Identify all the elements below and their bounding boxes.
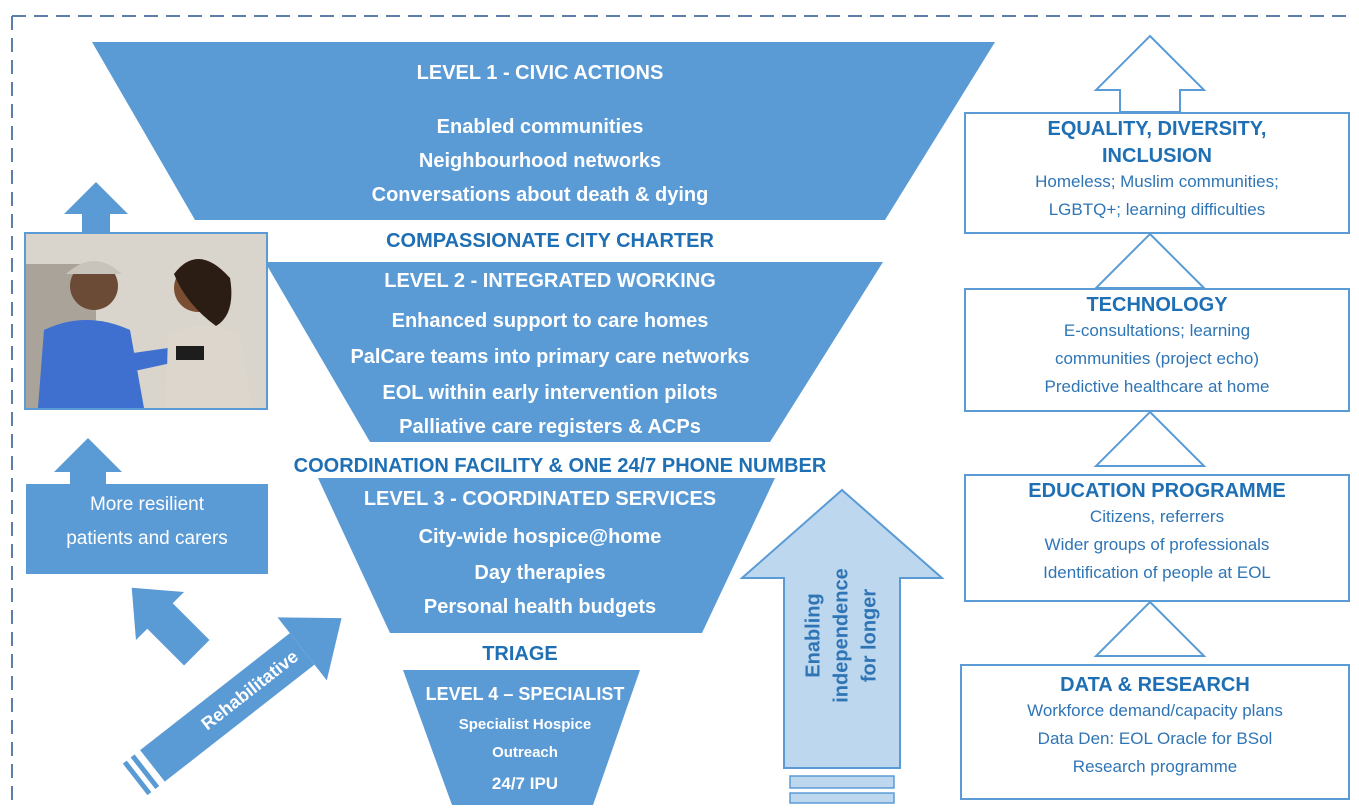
charter-label: COMPASSIONATE CITY CHARTER [386, 230, 714, 252]
up-arrow-icon [64, 182, 128, 232]
triage-label: TRIAGE [482, 643, 558, 665]
box-title: TECHNOLOGY [1086, 294, 1228, 316]
box-title: EQUALITY, DIVERSITY, [1047, 118, 1267, 140]
enabling-arrow-tail [789, 775, 895, 789]
enabling-line: for longer [858, 588, 881, 683]
level-4-item: Specialist Hospice [458, 716, 592, 733]
diagonal-arrow-icon [131, 587, 210, 666]
box-title: INCLUSION [1102, 145, 1212, 167]
outline-up-arrow-icon [1093, 600, 1207, 657]
level-4-item: Outreach [492, 744, 558, 761]
level-2-item: EOL within early intervention pilots [382, 382, 718, 404]
up-arrow-icon [54, 438, 122, 484]
level-4-shape [403, 670, 640, 805]
care-photo [24, 232, 268, 410]
level-2-title: LEVEL 2 - INTEGRATED WORKING [384, 270, 716, 292]
level-2-item: Enhanced support to care homes [391, 310, 709, 332]
coordination-label: COORDINATION FACILITY & ONE 24/7 PHONE N… [293, 455, 827, 477]
equality-box: EQUALITY, DIVERSITY, INCLUSION Homeless;… [964, 112, 1350, 234]
box-title: DATA & RESEARCH [1060, 674, 1250, 696]
technology-box: TECHNOLOGY E-consultations; learning com… [964, 288, 1350, 412]
outline-up-arrow-icon [1093, 410, 1207, 467]
dashed-frame [11, 15, 1354, 800]
rehabilitative-arrow [122, 617, 342, 796]
box-line: Workforce demand/capacity plans [1027, 701, 1283, 720]
resilient-line: patients and carers [66, 528, 228, 549]
data-research-box: DATA & RESEARCH Workforce demand/capacit… [960, 664, 1350, 800]
box-line: communities (project echo) [1054, 349, 1260, 368]
box-line: Data Den: EOL Oracle for BSol [1037, 729, 1273, 748]
box-title: EDUCATION PROGRAMME [1028, 480, 1286, 502]
level-1-shape [92, 42, 995, 220]
level-1-title: LEVEL 1 - CIVIC ACTIONS [416, 62, 664, 84]
level-3-item: Personal health budgets [423, 596, 657, 618]
level-3-item: City-wide hospice@home [418, 526, 662, 548]
level-3-shape [318, 478, 775, 633]
level-1-item: Conversations about death & dying [371, 184, 709, 206]
resilient-box [26, 484, 268, 574]
level-2-item: Palliative care registers & ACPs [399, 416, 701, 438]
level-4-item: 24/7 IPU [491, 774, 559, 793]
enabling-arrow [739, 488, 945, 769]
level-4-title: LEVEL 4 – SPECIALIST [425, 684, 625, 704]
education-box: EDUCATION PROGRAMME Citizens, referrers … [964, 474, 1350, 602]
level-3-item: Day therapies [474, 562, 606, 584]
enabling-arrow-tail [789, 792, 895, 804]
level-1-item: Enabled communities [436, 116, 644, 138]
box-line: E-consultations; learning [1063, 321, 1251, 340]
outline-up-arrow-icon [1093, 34, 1207, 113]
level-2-item: PalCare teams into primary care networks [350, 346, 750, 368]
enabling-line: Enabling [802, 593, 825, 678]
box-line: Homeless; Muslim communities; [1035, 172, 1279, 191]
resilient-line: More resilient [89, 494, 205, 515]
box-line: Wider groups of professionals [1044, 535, 1270, 554]
enabling-line: independence [830, 568, 853, 703]
level-2-shape [265, 262, 883, 442]
level-1-item: Neighbourhood networks [418, 150, 662, 172]
outline-up-arrow-icon [1093, 232, 1207, 289]
box-line: Citizens, referrers [1089, 507, 1225, 526]
box-line: LGBTQ+; learning difficulties [1048, 200, 1266, 219]
level-3-title: LEVEL 3 - COORDINATED SERVICES [363, 488, 717, 510]
box-line: Predictive healthcare at home [1044, 377, 1270, 396]
box-line: Identification of people at EOL [1043, 563, 1271, 582]
box-line: Research programme [1072, 757, 1238, 776]
